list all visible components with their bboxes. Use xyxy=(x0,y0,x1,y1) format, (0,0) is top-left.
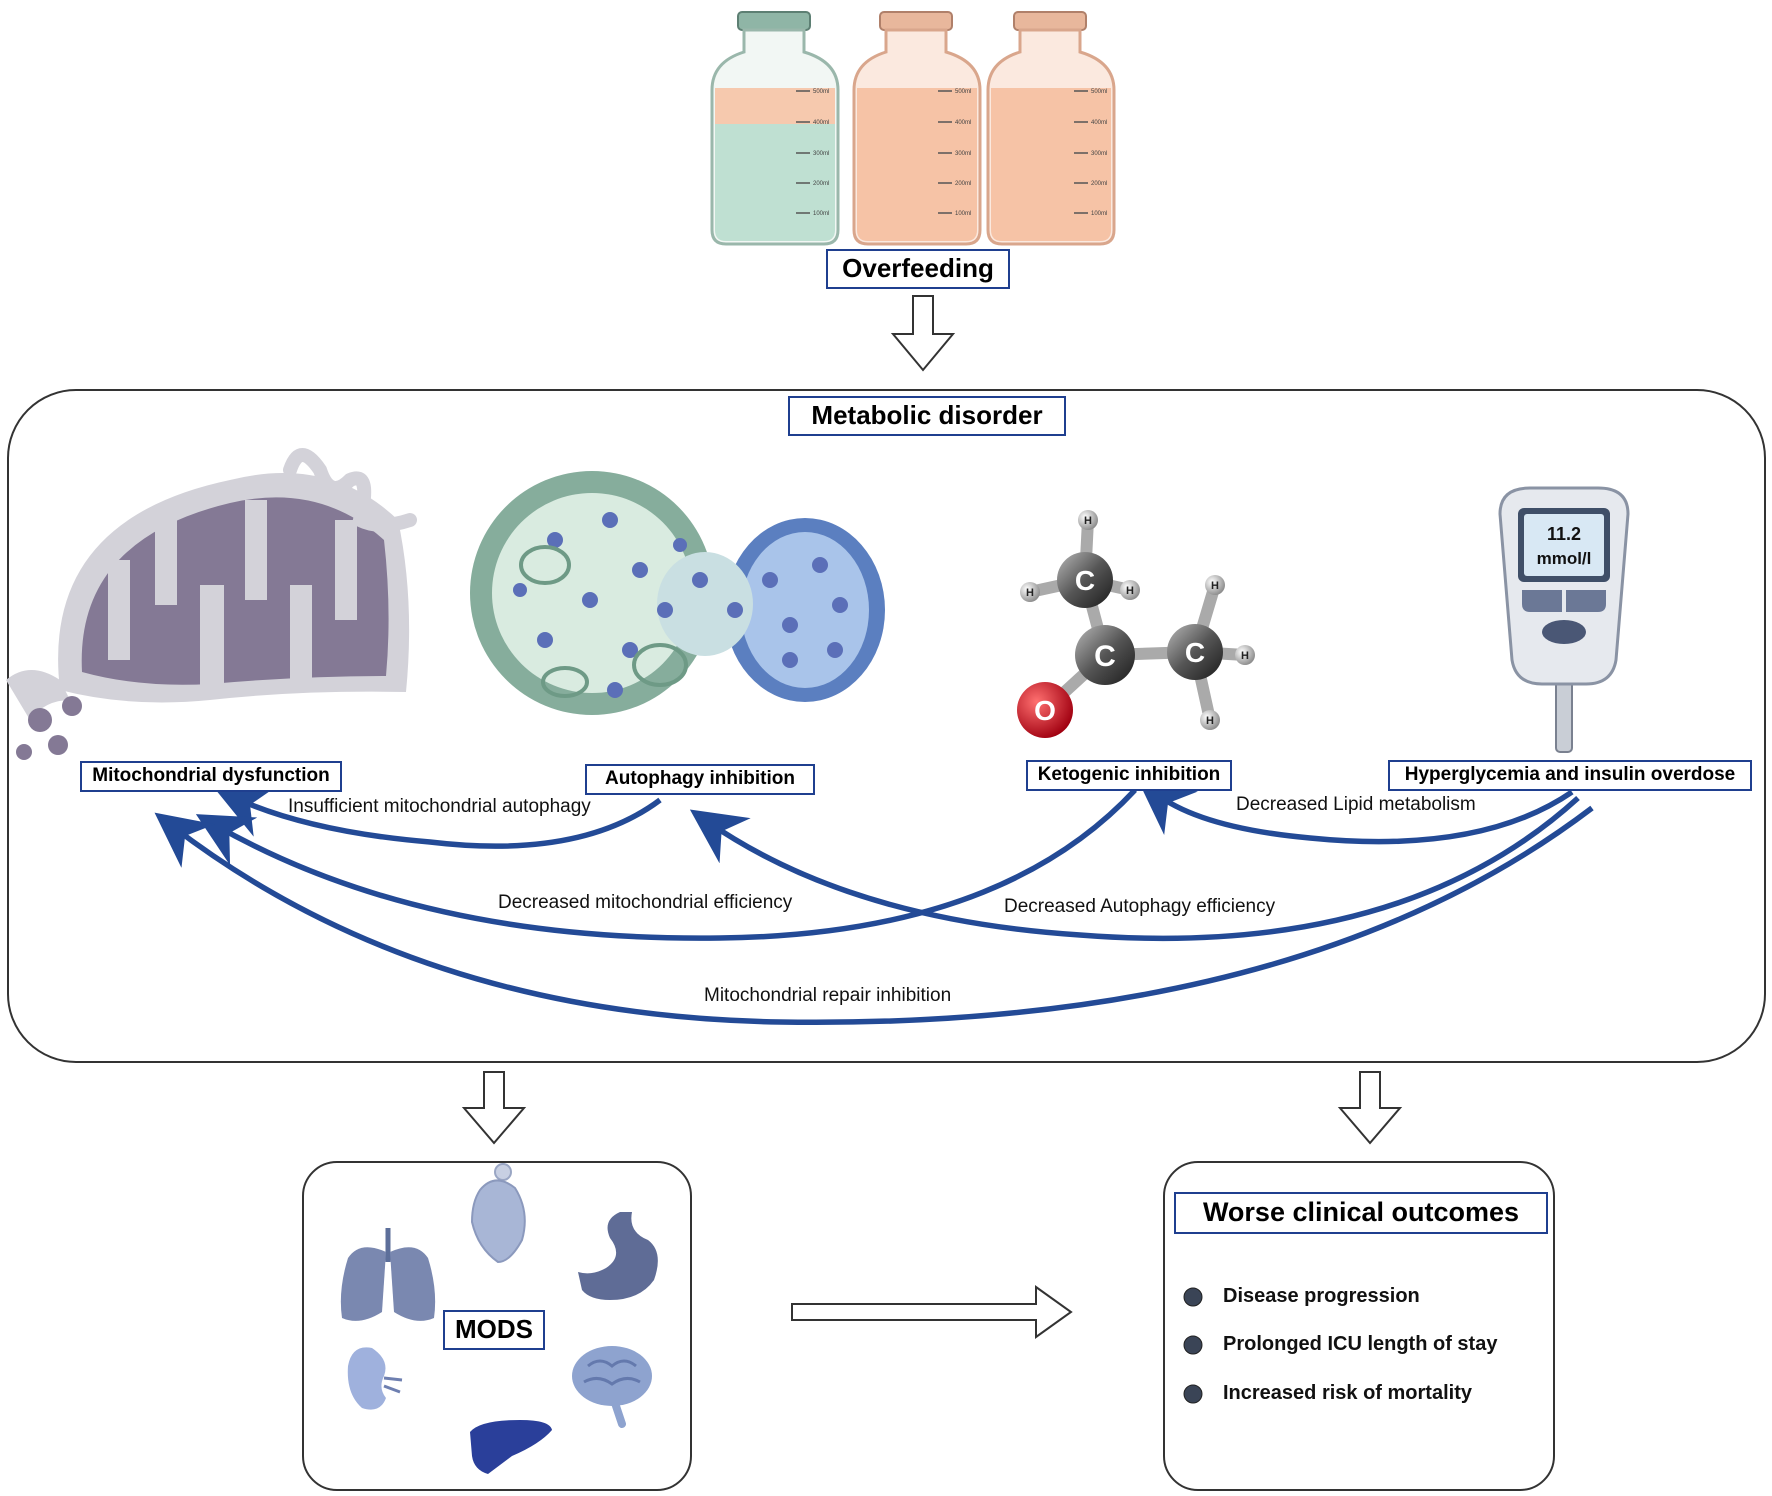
atom-hydrogen: H xyxy=(1084,515,1092,527)
down-arrow-left xyxy=(461,1071,527,1145)
liver-icon xyxy=(470,1420,552,1474)
arrow-label-decreased-mito-efficiency: Decreased mitochondrial efficiency xyxy=(498,892,793,913)
arrow-label-decreased-lipid: Decreased Lipid metabolism xyxy=(1236,794,1476,815)
relation-arrows xyxy=(154,779,1594,1026)
bottle-scale-label: 100ml xyxy=(813,211,829,217)
lungs-icon xyxy=(340,1228,436,1321)
meter-reading-value: 11.2 xyxy=(1547,524,1581,544)
atom-carbon-2: C xyxy=(1094,640,1116,673)
right-arrow-mods-to-outcomes xyxy=(791,1285,1073,1339)
arrow-autophagy-to-mito xyxy=(214,786,662,849)
atom-hydrogen: H xyxy=(1026,587,1034,599)
arrow-hyper-to-mito-repair xyxy=(154,805,1594,1026)
bottle-scale-label: 300ml xyxy=(955,151,971,157)
atom-hydrogen: H xyxy=(1126,585,1134,597)
overfeeding-label: Overfeeding xyxy=(826,249,1010,289)
bottle-scale-label: 500ml xyxy=(1091,89,1107,95)
node-autophagy-inhibition: Autophagy inhibition xyxy=(585,764,815,795)
atom-oxygen: O xyxy=(1034,695,1056,726)
infusion-bottle-3 xyxy=(986,11,1116,246)
arrow-ketogenic-to-mito xyxy=(195,788,1138,941)
bottle-scales: 500ml 400ml 300ml 200ml 100ml 500ml 400ml 300ml… xyxy=(796,89,1107,217)
metabolic-disorder-panel xyxy=(7,389,1766,1063)
bottle-scale-label: 100ml xyxy=(1091,211,1107,217)
acetone-molecule-icon: C C C O H H H H H H xyxy=(1017,510,1255,738)
arrow-label-decreased-autophagy-efficiency: Decreased Autophagy efficiency xyxy=(1004,896,1276,917)
stomach-icon xyxy=(578,1212,658,1300)
bottle-scale-label: 400ml xyxy=(955,120,971,126)
outcome-item: Disease progression xyxy=(1223,1285,1420,1307)
arrow-hyper-to-autophagy xyxy=(689,795,1580,942)
bottle-scale-label: 200ml xyxy=(813,181,829,187)
atom-carbon-3: C xyxy=(1185,637,1205,668)
bottle-scale-label: 500ml xyxy=(955,89,971,95)
mods-panel xyxy=(302,1161,692,1491)
atom-hydrogen: H xyxy=(1206,715,1214,727)
metabolic-disorder-title: Metabolic disorder xyxy=(788,396,1066,436)
outcome-item: Increased risk of mortality xyxy=(1223,1382,1472,1404)
heart-icon xyxy=(470,1163,526,1264)
brain-icon xyxy=(572,1346,652,1428)
down-arrow-right xyxy=(1337,1071,1403,1145)
kidney-icon xyxy=(347,1347,403,1410)
node-ketogenic-inhibition: Ketogenic inhibition xyxy=(1026,760,1232,791)
outcomes-title: Worse clinical outcomes xyxy=(1174,1192,1548,1234)
node-hyperglycemia-insulin-overdose: Hyperglycemia and insulin overdose xyxy=(1388,760,1752,791)
down-arrow-top xyxy=(890,295,956,372)
bottle-scale-label: 400ml xyxy=(1091,120,1107,126)
autophagosome-icon xyxy=(470,471,885,715)
outcome-item: Prolonged ICU length of stay xyxy=(1223,1333,1498,1355)
bottle-scale-label: 200ml xyxy=(1091,181,1107,187)
infusion-bottle-1 xyxy=(710,11,840,246)
arrow-label-insufficient-autophagy: Insufficient mitochondrial autophagy xyxy=(288,796,591,817)
outcomes-panel xyxy=(1163,1161,1555,1491)
mitochondrion-icon xyxy=(6,448,417,760)
meter-reading-unit: mmol/l xyxy=(1537,549,1592,568)
bottle-scale-label: 400ml xyxy=(813,120,829,126)
bottle-scale-label: 100ml xyxy=(955,211,971,217)
outcome-bullets xyxy=(1183,1287,1203,1404)
mods-label: MODS xyxy=(443,1310,545,1350)
atom-hydrogen: H xyxy=(1241,650,1249,662)
bottle-scale-label: 200ml xyxy=(955,181,971,187)
arrow-hyper-to-ketogenic xyxy=(1137,779,1574,845)
atom-hydrogen: H xyxy=(1211,580,1219,592)
bottle-scale-label: 300ml xyxy=(813,151,829,157)
bottle-scale-label: 500ml xyxy=(813,89,829,95)
atom-carbon-1: C xyxy=(1075,565,1095,596)
arrow-label-repair-inhibition: Mitochondrial repair inhibition xyxy=(704,985,952,1006)
node-mitochondrial-dysfunction: Mitochondrial dysfunction xyxy=(80,761,342,792)
infusion-bottle-2 xyxy=(852,11,982,246)
bottle-scale-label: 300ml xyxy=(1091,151,1107,157)
glucose-meter-icon: 11.2 mmol/l xyxy=(1498,486,1630,753)
